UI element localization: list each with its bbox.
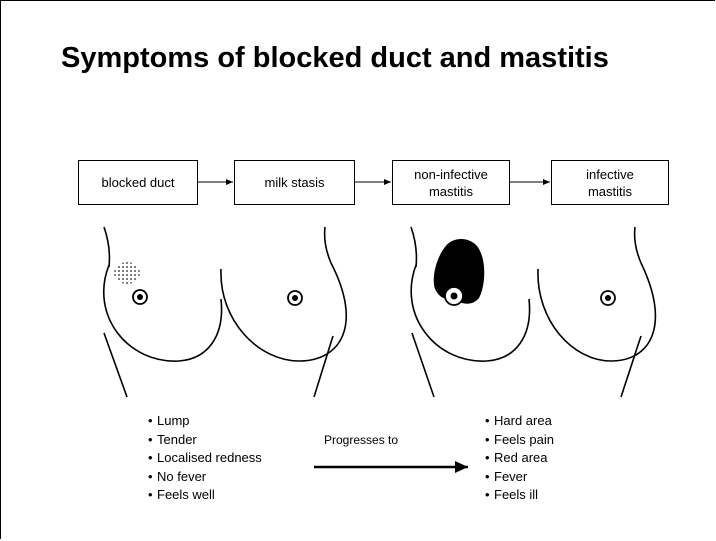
nipple-center xyxy=(451,293,458,300)
list-item: Tender xyxy=(148,431,262,450)
list-item: Feels well xyxy=(148,486,262,505)
list-item: No fever xyxy=(148,468,262,487)
list-item: Hard area xyxy=(485,412,554,431)
breast-illustration-infective-mastitis xyxy=(538,227,656,397)
nipple-center xyxy=(137,294,143,300)
symptom-list-mastitis: Hard area Feels pain Red area Fever Feel… xyxy=(485,412,554,505)
nipple-center xyxy=(605,295,611,301)
progression-label: Progresses to xyxy=(324,433,398,447)
list-item: Localised redness xyxy=(148,449,262,468)
list-item: Fever xyxy=(485,468,554,487)
lump-shading xyxy=(114,262,140,284)
list-item: Feels ill xyxy=(485,486,554,505)
nipple-center xyxy=(292,295,298,301)
breast-illustration-blocked-duct xyxy=(104,227,222,397)
symptom-list-blocked-duct: Lump Tender Localised redness No fever F… xyxy=(148,412,262,505)
list-item: Feels pain xyxy=(485,431,554,450)
breast-illustration-milk-stasis xyxy=(221,227,346,397)
list-item: Lump xyxy=(148,412,262,431)
list-item: Red area xyxy=(485,449,554,468)
